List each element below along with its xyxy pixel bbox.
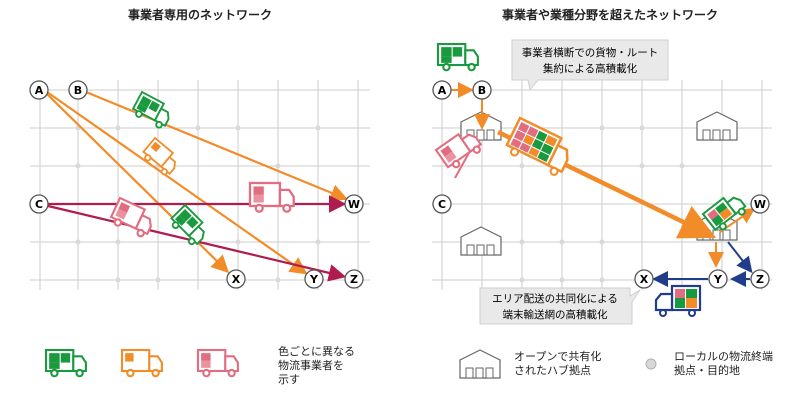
legend-green-truck	[44, 348, 87, 378]
legend-hub-line1: オープンで共有化	[514, 350, 602, 363]
node-b-right-label: B	[478, 84, 486, 97]
left-nodes: A B C W X Y Z	[29, 80, 364, 289]
left-grid-points	[75, 125, 321, 283]
node-z-right	[750, 269, 770, 289]
legend-trucks-line1: 色ごとに異なる	[278, 345, 355, 358]
callout-top-line2: 集約による高積載化	[543, 62, 638, 75]
legend-hub-text: オープンで共有化 されたハブ拠点	[514, 350, 601, 378]
consolidated-truck	[505, 116, 569, 176]
right-panel-title: 事業者や業種分野を超えたネットワーク	[501, 8, 718, 22]
node-b-left-label: B	[74, 84, 82, 97]
hub-bottom-left	[460, 226, 502, 256]
legend-trucks-text: 色ごとに異なる 物流事業者を 示す	[278, 345, 355, 387]
node-c-left-label: C	[35, 198, 43, 211]
left-panel-title: 事業者専用のネットワーク	[127, 8, 272, 22]
node-x-left	[226, 269, 246, 289]
node-y-right	[708, 269, 728, 289]
node-y-right-label: Y	[713, 273, 723, 286]
node-b-right	[472, 80, 492, 100]
hub-top-right	[696, 111, 738, 141]
orange-truck-left	[139, 137, 183, 179]
route-b-w	[85, 90, 349, 202]
right-nodes: A B C W X Y Z	[432, 80, 770, 289]
legend-point-line1: ローカルの物流終端	[674, 350, 773, 363]
node-a-right-label: A	[438, 84, 447, 97]
node-w-right-label: W	[754, 198, 766, 211]
green-truck-left-top	[129, 91, 175, 131]
green-truck-left-bottom	[167, 204, 212, 249]
node-c-right	[432, 194, 452, 214]
callout-bottom-line2: 端末輸送網の高積載化	[503, 308, 608, 321]
legend-hub-icon	[459, 349, 501, 379]
legend-trucks-line3: 示す	[278, 373, 300, 386]
callout-bottom-line1: エリア配送の共同化による	[492, 292, 618, 305]
callout-top: 事業者横断での貨物・ルート 集約による高積載化	[511, 39, 669, 92]
node-z-left-label: Z	[350, 273, 358, 286]
node-a-left-label: A	[35, 84, 44, 97]
node-x-right-label: X	[640, 273, 649, 286]
legend-pink-truck	[196, 348, 239, 378]
left-routes	[45, 90, 349, 282]
node-w-right	[750, 194, 770, 214]
route-a-y	[46, 91, 308, 275]
node-y-left	[304, 269, 324, 289]
node-x-left-label: X	[232, 273, 241, 286]
node-b-left	[68, 80, 88, 100]
navy-delivery-truck	[654, 284, 702, 317]
node-w-left-label: W	[348, 198, 360, 211]
node-z-right-label: Z	[756, 273, 764, 286]
legend-point-line2: 拠点・目的地	[674, 364, 740, 377]
route-a-x	[45, 92, 230, 274]
legend-hub-line2: されたハブ拠点	[514, 364, 591, 377]
green-truck-right-top	[436, 42, 479, 72]
node-c-right-label: C	[438, 198, 446, 211]
pink-truck-left-right	[248, 181, 295, 213]
legend-trucks-line2: 物流事業者を	[278, 359, 344, 372]
mixed-truck-right	[701, 196, 747, 232]
node-w-left	[344, 194, 364, 214]
node-x-right	[634, 269, 654, 289]
node-c-left	[29, 194, 49, 214]
legend-orange-truck	[120, 348, 163, 378]
callout-top-line1: 事業者横断での貨物・ルート	[522, 46, 659, 59]
legend-point-icon	[645, 358, 657, 370]
legend-point-text: ローカルの物流終端 拠点・目的地	[674, 350, 773, 378]
node-y-left-label: Y	[309, 273, 319, 286]
left-grid	[30, 80, 370, 290]
node-a-right	[432, 80, 452, 100]
node-a-left	[29, 80, 49, 100]
node-z-left	[344, 269, 364, 289]
callout-bottom: エリア配送の共同化による 端末輸送網の高積載化	[479, 287, 641, 325]
